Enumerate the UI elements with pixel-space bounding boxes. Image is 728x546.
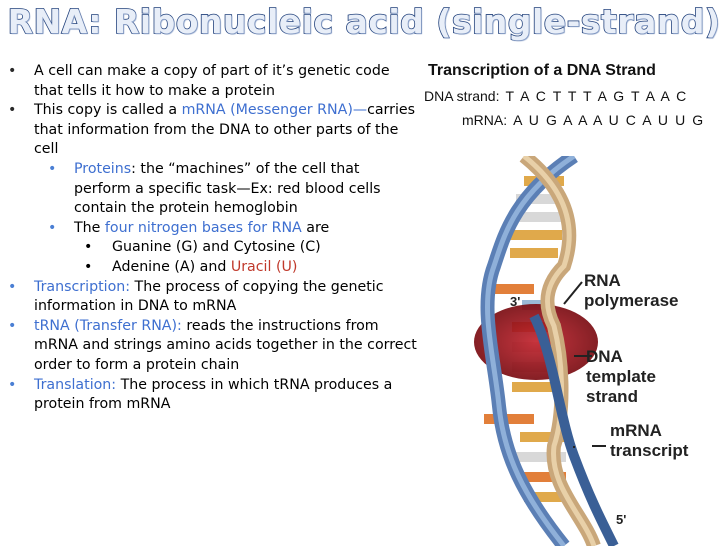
five-prime-label: 5': [616, 512, 626, 527]
bullet-translation: Translation: The process in which tRNA p…: [8, 376, 418, 415]
bullet-text: The process of copying the genetic infor…: [34, 278, 384, 315]
dna-template-label-1: DNA: [586, 347, 623, 366]
mrna-transcript-label-1: mRNA: [610, 421, 662, 440]
mrna-strand: [529, 313, 619, 546]
bullet-text: : the “machines” of the cell that perfor…: [74, 160, 381, 217]
proteins-highlight: Proteins: [74, 160, 132, 177]
dna-strand-row: DNA strand: T A C T T T A G T A A C: [424, 88, 724, 104]
mrna-value: A U G A A A U C A U U G: [513, 112, 705, 128]
mrna-label: mRNA:: [462, 112, 508, 128]
bullet-transcription: Transcription: The process of copying th…: [8, 278, 418, 317]
translation-highlight: Translation:: [34, 376, 121, 393]
bullet-text: reads the instructions from mRNA and str…: [34, 317, 417, 373]
bullet-text: are: [301, 219, 330, 236]
bullet-proteins: Proteins: the “machines” of the cell tha…: [8, 160, 418, 219]
mrna-transcript-label-2: transcript: [610, 441, 689, 460]
mrna-highlight: mRNA (Messenger RNA)—: [181, 102, 368, 119]
bullet-mrna: This copy is called a mRNA (Messenger RN…: [8, 101, 418, 160]
dna-template-label-2: template: [586, 367, 656, 386]
bullet-text: Adenine (A) and: [112, 258, 231, 275]
dna-backbone-left-highlight: [485, 156, 576, 546]
transcription-highlight: Transcription:: [34, 278, 135, 295]
mrna-row: mRNA: A U G A A A U C A U U G: [462, 112, 724, 128]
bullet-text: This copy is called a: [34, 102, 182, 119]
bullet-text: The process in which tRNA produces a pro…: [34, 376, 393, 413]
bullet-text: carries that information from the DNA to…: [34, 102, 416, 158]
trna-highlight: tRNA (Transfer RNA):: [34, 317, 187, 334]
rna-polymerase-label-2: polymerase: [584, 291, 679, 310]
bullet-au: Adenine (A) and Uracil (U): [8, 258, 418, 278]
slide-title: RNA: Ribonucleic acid (single-strand): [7, 1, 721, 42]
bullet-text: The: [74, 219, 105, 236]
uracil-highlight: Uracil (U): [230, 258, 298, 275]
bullet-text: Guanine (G) and Cytosine (C): [112, 239, 321, 256]
bullet-cell-copy: A cell can make a copy of part of it’s g…: [8, 62, 418, 101]
bases-highlight: four nitrogen bases for RNA: [104, 219, 302, 236]
bullet-trna: tRNA (Transfer RNA): reads the instructi…: [8, 317, 418, 376]
transcription-sequence-panel: Transcription of a DNA Strand DNA strand…: [424, 62, 724, 128]
dna-backbone-right-highlight: [522, 156, 597, 546]
bullet-bases: The four nitrogen bases for RNA are: [8, 219, 418, 239]
diagram-pointers: [563, 281, 606, 448]
bullet-text: A cell can make a copy of part of it’s g…: [34, 63, 390, 99]
sequence-title: Transcription of a DNA Strand: [428, 62, 656, 79]
bullet-gc: Guanine (G) and Cytosine (C): [8, 238, 418, 258]
rna-polymerase-label-1: RNA: [584, 271, 621, 290]
transcription-diagram: RNA polymerase DNA template strand mRNA …: [474, 156, 689, 546]
dna-strand-label: DNA strand:: [424, 88, 500, 104]
dna-template-label-3: strand: [586, 387, 638, 406]
three-prime-label: 3': [510, 294, 520, 309]
dna-strand-value: T A C T T T A G T A A C: [505, 88, 688, 104]
bullet-list: A cell can make a copy of part of it’s g…: [8, 62, 418, 415]
